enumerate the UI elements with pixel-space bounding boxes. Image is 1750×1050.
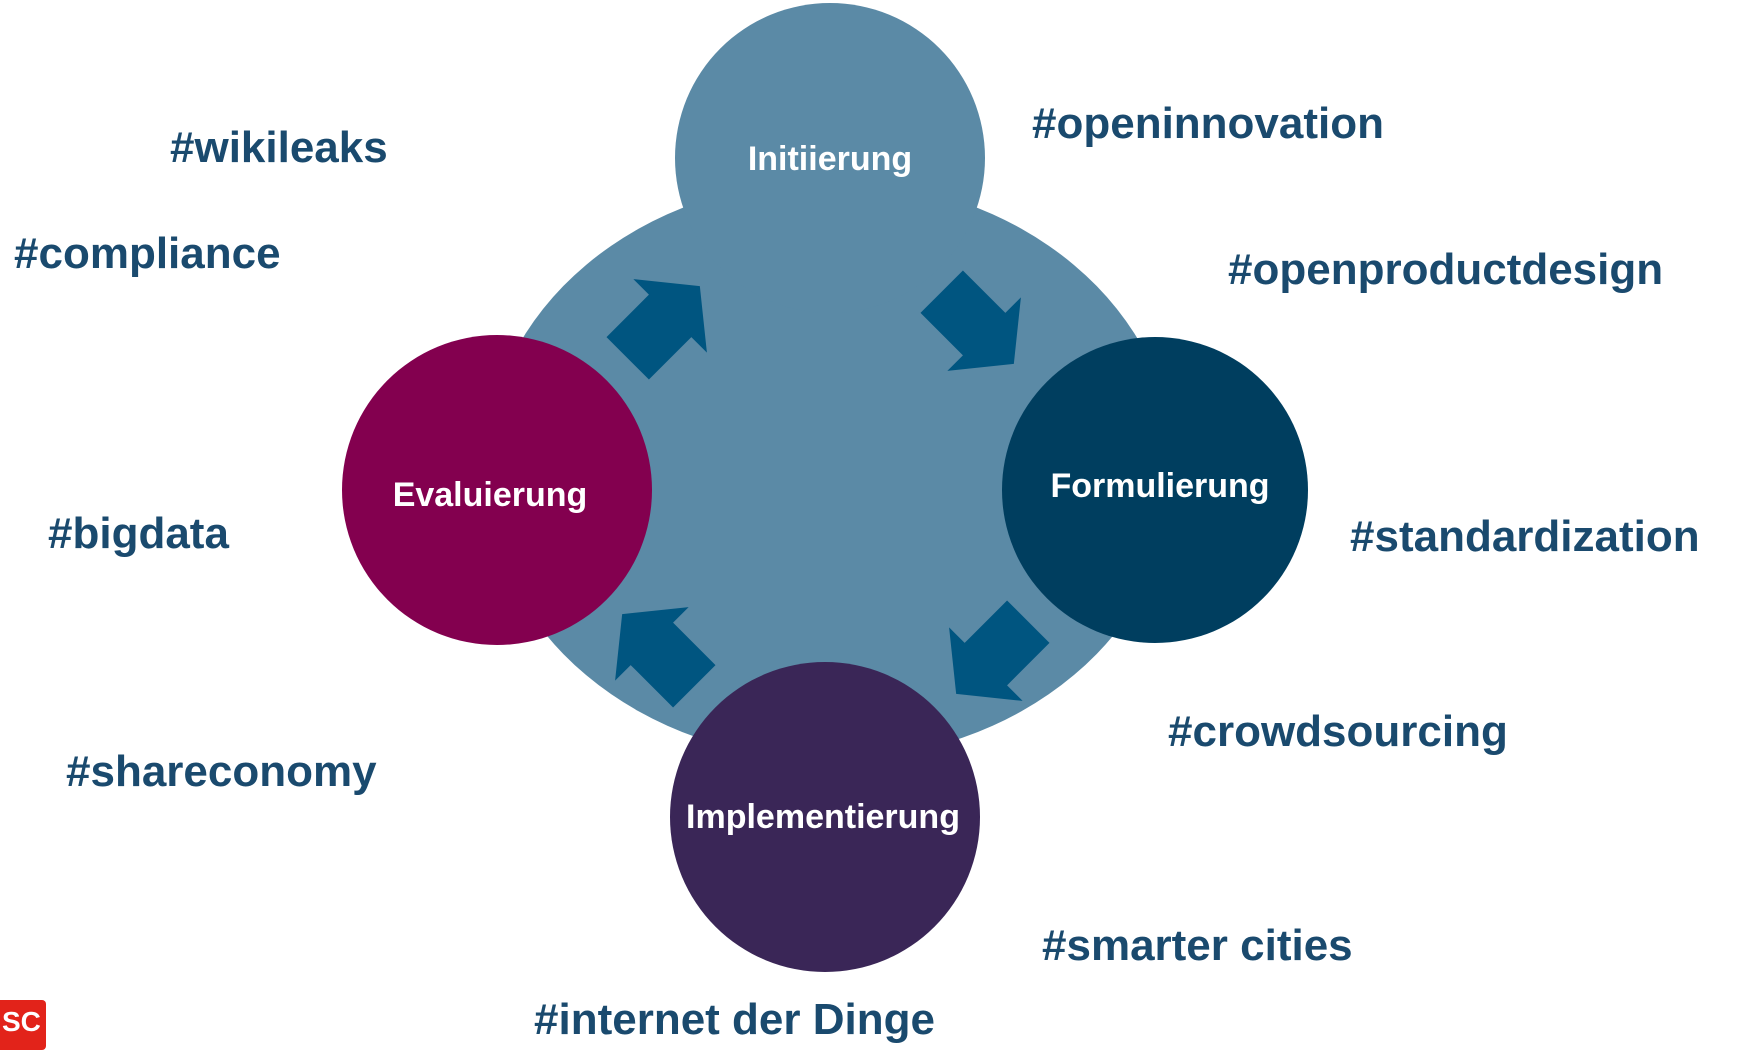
cycle-arrow-icon <box>949 600 1050 701</box>
cycle-arrow-icon <box>606 279 707 380</box>
brand-logo-icon: SC <box>0 1000 46 1050</box>
brand-logo-text: SC <box>2 1006 41 1037</box>
hashtag-internet-der-dinge: #internet der Dinge <box>534 995 935 1044</box>
cycle-arrow-icon <box>615 607 716 708</box>
hashtag-openproductdesign: #openproductdesign <box>1228 245 1664 294</box>
phase-evaluierung-circle <box>342 335 652 645</box>
hashtag-crowdsourcing: #crowdsourcing <box>1168 707 1508 756</box>
phase-label-evaluierung: Evaluierung <box>393 476 588 514</box>
hashtag-wikileaks: #wikileaks <box>170 123 388 172</box>
phase-label-implementierung: Implementierung <box>686 798 960 836</box>
hashtag-openinnovation: #openinnovation <box>1032 99 1384 148</box>
hashtag-bigdata: #bigdata <box>48 509 229 558</box>
cycle-arrow-icon <box>920 270 1021 371</box>
phase-label-initiierung: Initiierung <box>748 140 912 178</box>
phase-implementierung-circle <box>670 662 980 972</box>
hashtag-smarter-cities: #smarter cities <box>1042 921 1353 970</box>
hashtag-compliance: #compliance <box>14 229 281 278</box>
hashtag-standardization: #standardization <box>1350 512 1700 561</box>
phase-label-formulierung: Formulierung <box>1050 467 1269 505</box>
phase-initiierung-circle <box>675 3 985 313</box>
phase-formulierung-circle <box>1002 337 1308 643</box>
hashtag-shareconomy: #shareconomy <box>66 747 377 796</box>
